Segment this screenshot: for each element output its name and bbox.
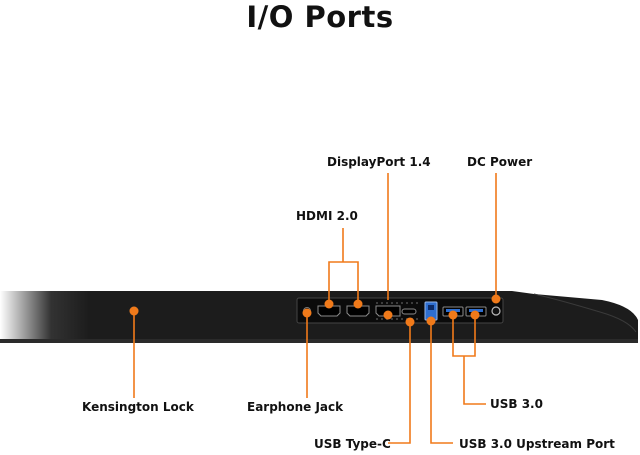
dot-displayport [383, 310, 393, 320]
label-usb-c: USB Type-C [314, 437, 391, 451]
label-usb-upstream: USB 3.0 Upstream Port [459, 437, 615, 451]
leader-dots [129, 294, 501, 327]
dot-hdmi-1 [324, 299, 334, 309]
hdmi-port-2 [346, 305, 370, 317]
label-earphone: Earphone Jack [247, 400, 344, 414]
label-usb3: USB 3.0 [490, 397, 543, 411]
dot-earphone [302, 308, 312, 318]
dot-hdmi-2 [353, 299, 363, 309]
hdmi-port-1 [317, 305, 341, 317]
usb-type-c-port [401, 308, 417, 315]
dc-power-port [491, 306, 501, 316]
dot-kensington [129, 306, 139, 316]
dot-usb3-1 [448, 310, 458, 320]
label-kensington: Kensington Lock [82, 400, 194, 414]
label-hdmi: HDMI 2.0 [296, 209, 358, 223]
dot-usb-c [405, 317, 415, 327]
label-displayport: DisplayPort 1.4 [327, 155, 431, 169]
page-title: I/O Ports [246, 0, 394, 34]
leader-lines [133, 173, 497, 444]
dot-dc-power [491, 294, 501, 304]
dot-usb-upstream [426, 316, 436, 326]
dot-usb3-2 [470, 310, 480, 320]
label-dc-power: DC Power [467, 155, 533, 169]
